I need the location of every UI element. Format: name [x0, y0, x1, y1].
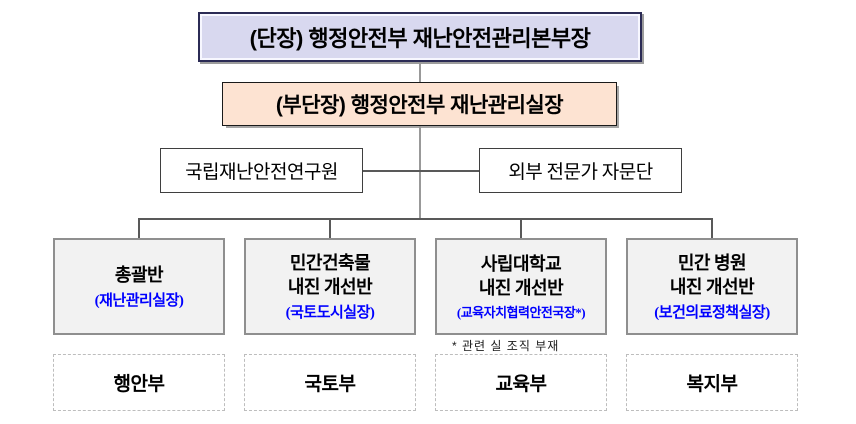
team-head: (교육자치협력안전국장*) — [456, 305, 586, 321]
advisor-box-expert-panel: 외부 전문가 자문단 — [479, 148, 682, 193]
team-head: (보건의료정책실장) — [654, 305, 770, 322]
ministry-box-molit: 국토부 — [244, 354, 416, 411]
team-name: 민간건축물 내진 개선반 — [287, 252, 373, 297]
connector-advisors — [363, 170, 479, 172]
drop-line-4 — [711, 218, 713, 238]
deputy-box: (부단장) 행정안전부 재난관리실장 — [222, 82, 617, 126]
team-head: (재난관리실장) — [94, 293, 184, 310]
connector-deputy-distribution — [419, 126, 421, 219]
team-box-general: 총괄반 (재난관리실장) — [53, 238, 225, 335]
team-box-private-hospitals: 민간 병원 내진 개선반 (보건의료정책실장) — [626, 238, 798, 335]
advisor-box-research-institute: 국립재난안전연구원 — [160, 148, 363, 193]
drop-line-1 — [138, 218, 140, 238]
connector-director-deputy — [419, 62, 421, 82]
team-name: 총괄반 — [114, 264, 164, 285]
footnote: * 관련 실 조직 부재 — [452, 339, 560, 353]
team-head: (국토도시실장) — [285, 305, 375, 322]
director-box: (단장) 행정안전부 재난안전관리본부장 — [198, 12, 642, 62]
drop-line-3 — [520, 218, 522, 238]
drop-line-2 — [329, 218, 331, 238]
team-name: 민간 병원 내진 개선반 — [669, 252, 755, 297]
team-box-private-buildings: 민간건축물 내진 개선반 (국토도시실장) — [244, 238, 416, 335]
ministry-box-mois: 행안부 — [53, 354, 225, 411]
ministry-box-moe: 교육부 — [435, 354, 607, 411]
team-name: 사립대학교 내진 개선반 — [478, 253, 564, 298]
ministry-box-mohw: 복지부 — [626, 354, 798, 411]
team-box-private-universities: 사립대학교 내진 개선반 (교육자치협력안전국장*) — [435, 238, 607, 335]
distribution-line — [139, 218, 713, 220]
